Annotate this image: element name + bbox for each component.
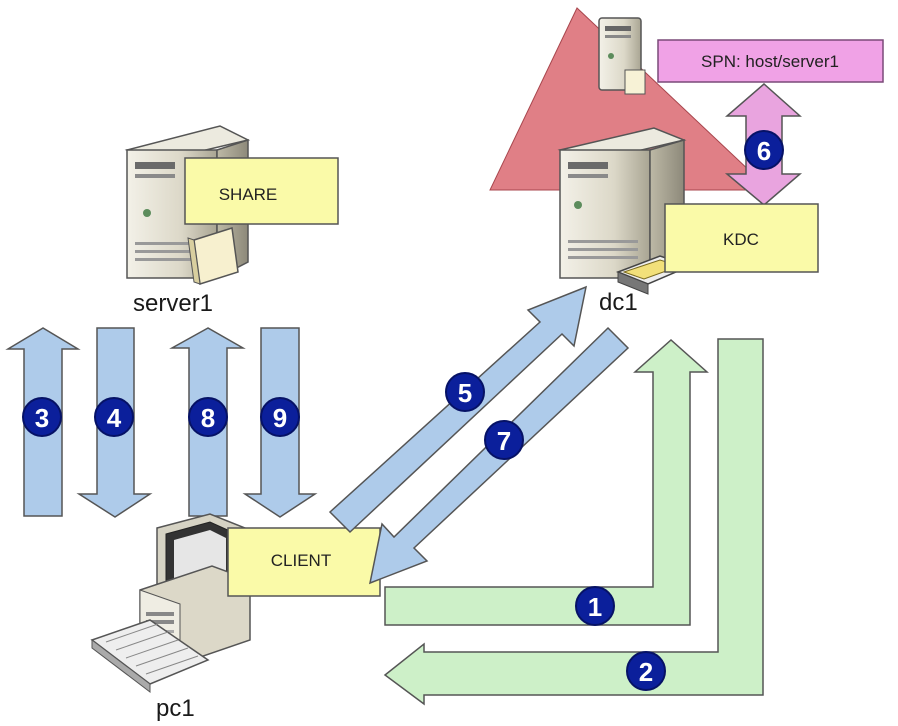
step-badge-3: 3	[22, 397, 62, 437]
svg-text:9: 9	[273, 403, 287, 433]
client-box	[227, 527, 381, 597]
step-badge-1: 1	[575, 586, 615, 626]
pc1-computer-icon	[90, 513, 251, 694]
share-box-label: SHARE	[219, 185, 278, 204]
share-box	[184, 157, 339, 225]
svg-text:3: 3	[35, 403, 49, 433]
step-badge-7: 7	[484, 420, 524, 460]
client-box-label: CLIENT	[271, 551, 331, 570]
spn-box	[657, 39, 884, 83]
kdc-box-label: KDC	[723, 230, 759, 249]
svg-text:4: 4	[107, 403, 122, 433]
spn-server-icon	[598, 17, 646, 95]
pc1-label: pc1	[156, 695, 195, 722]
step-badge-6: 6	[744, 130, 784, 170]
step-badge-4: 4	[94, 397, 134, 437]
step-badge-8: 8	[188, 397, 228, 437]
server1-label: server1	[133, 290, 213, 317]
svg-text:6: 6	[757, 136, 771, 166]
arrow-step-2	[383, 338, 764, 706]
svg-text:5: 5	[458, 378, 472, 408]
kdc-box	[664, 203, 819, 273]
arrow-step-1	[384, 338, 709, 626]
step-badge-5: 5	[445, 372, 485, 412]
svg-text:8: 8	[201, 403, 215, 433]
svg-text:2: 2	[639, 657, 653, 687]
svg-text:7: 7	[497, 426, 511, 456]
dc1-label: dc1	[599, 289, 638, 316]
step-badge-2: 2	[626, 651, 666, 691]
svg-text:1: 1	[588, 592, 602, 622]
spn-box-label: SPN: host/server1	[701, 52, 839, 71]
step-badge-9: 9	[260, 397, 300, 437]
share-folder-icon	[187, 227, 239, 285]
